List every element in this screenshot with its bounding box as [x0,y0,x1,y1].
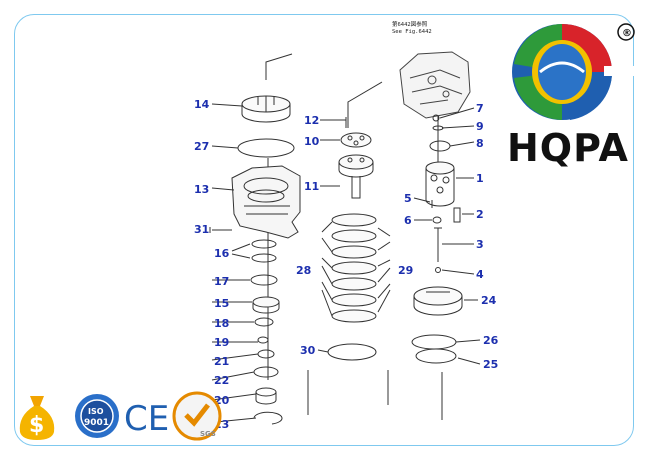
ce-text: CE [124,399,169,437]
part-23-snap-ring [253,411,283,425]
part-14-disc [241,95,291,123]
part-28-29-discs [331,213,377,323]
callout-31: 31 [194,223,209,236]
guide-line [347,81,383,128]
part-18-ring [254,317,274,327]
part-15-bearing [252,296,280,314]
callout-26: 26 [483,334,499,347]
part-25-o-ring [415,348,457,364]
iso-number: 9001 [84,418,109,428]
callout-13: 13 [194,183,209,196]
part-21-nut [257,349,275,359]
part-7-pin [432,114,440,122]
part-16-washer [251,239,277,249]
ce-mark: CE [124,399,169,437]
reference-housing [399,51,471,119]
callout-27: 27 [194,140,209,153]
hqpa-logo-icon: ® [512,23,640,120]
iso-9001-badge: ISO 9001 [75,394,119,438]
brand-name: HQPA [507,126,629,170]
guide-line [265,53,293,80]
part-20-bushing [255,387,277,405]
part-8-bearing [429,140,451,152]
part-26-ring [411,334,457,350]
iso-text: ISO [88,407,104,416]
callout-labels: 14 27 13 31 16 17 15 18 19 21 22 20 23 1… [194,98,499,431]
part-24-plate [413,286,463,316]
callout-1: 1 [476,172,484,185]
callout-4: 4 [476,268,484,281]
callout-12: 12 [304,114,319,127]
callout-19: 19 [214,336,229,349]
money-bag-symbol: $ [29,413,44,438]
part-1-cylinder-block [425,161,455,207]
callout-3: 3 [476,238,484,251]
callout-6: 6 [404,214,412,227]
part-27-o-ring [237,138,295,158]
callout-11: 11 [304,180,319,193]
part-22-ring [253,366,279,378]
callout-24: 24 [481,294,497,307]
registered-mark: ® [622,28,632,39]
sgs-badge: SGS [172,391,222,441]
figure-reference: 第6442図参照 See Fig.6442 [392,20,432,35]
part-3-shaft [434,227,442,262]
callout-30: 30 [300,344,316,357]
part-31-bolt [209,227,232,233]
part-17-ring [250,274,278,286]
part-12-bolt [330,117,347,128]
callout-9: 9 [476,120,484,133]
callout-29: 29 [398,264,413,277]
callout-2: 2 [476,208,484,221]
figure-ref-line2: See Fig.6442 [392,29,432,35]
part-4-ball [435,267,441,273]
part-6-nut [432,216,442,224]
part-11-carrier [338,154,374,199]
part-16-washer [251,253,277,263]
callout-14: 14 [194,98,210,111]
callout-10: 10 [304,135,320,148]
money-bag-icon: $ [19,396,55,440]
callout-25: 25 [483,358,498,371]
callout-7: 7 [476,102,484,115]
callout-17: 17 [214,275,229,288]
callout-21: 21 [214,355,229,368]
callout-5: 5 [404,192,412,205]
part-2-pistons [453,207,461,223]
sgs-text: SGS [200,430,216,438]
part-10-plate [340,132,372,148]
figure-ref-line1: 第6442図参照 [392,20,428,28]
callout-8: 8 [476,137,484,150]
part-30-plate [327,343,377,361]
callout-28: 28 [296,264,311,277]
part-13-housing [231,165,301,239]
callout-18: 18 [214,317,229,330]
callout-15: 15 [214,297,229,310]
callout-16: 16 [214,247,230,260]
part-19-clip [257,336,269,344]
callout-22: 22 [214,374,229,387]
